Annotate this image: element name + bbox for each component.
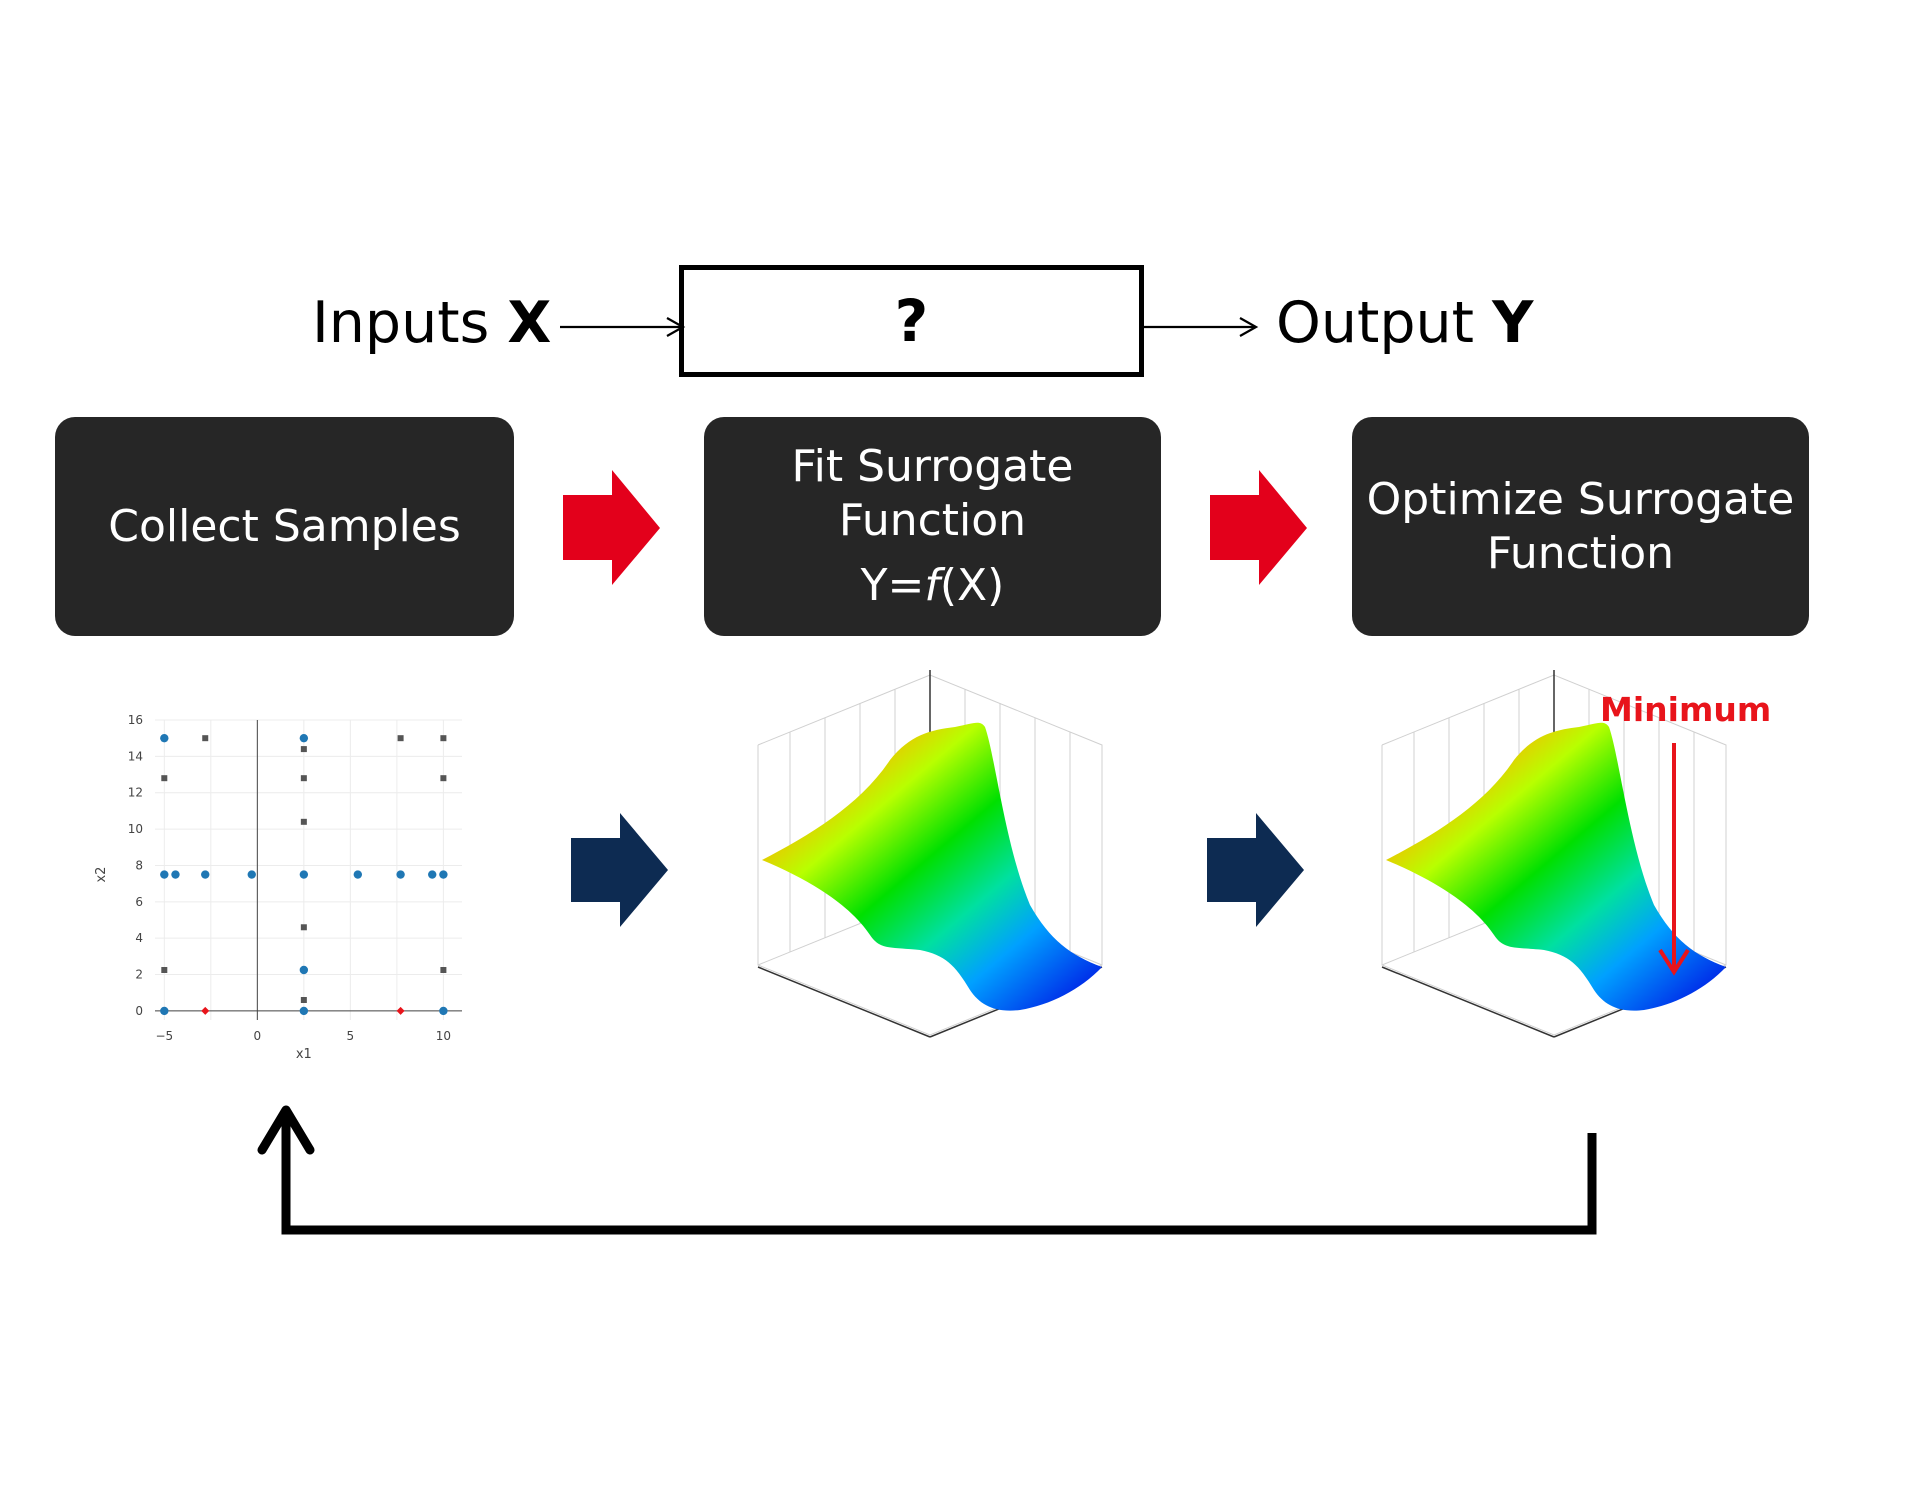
y-tick-label: 6: [135, 895, 143, 909]
minimum-arrow: [1658, 743, 1690, 976]
inputs-variable: X: [507, 290, 552, 356]
sample-point-diamond: [201, 1006, 210, 1015]
sample-point-square: [440, 735, 447, 742]
output-label: Output Y: [1276, 295, 1533, 352]
y-tick-label: 8: [135, 858, 143, 872]
step-fit-surrogate-label-line1: Fit Surrogate: [791, 440, 1074, 492]
sample-point-circle: [299, 733, 309, 743]
x-tick-label: −5: [155, 1029, 173, 1043]
sample-point-circle: [428, 870, 437, 879]
sample-point-circle: [353, 870, 363, 879]
inputs-text: Inputs: [312, 290, 490, 356]
x-tick-label: 5: [347, 1029, 355, 1043]
optimize-surface-plot: [1381, 670, 1727, 1038]
sample-point-diamond: [396, 1006, 405, 1015]
sample-point-circle: [299, 965, 309, 975]
sample-point-square: [440, 967, 447, 973]
sample-point-circle: [396, 870, 405, 879]
red-block-arrows: [563, 470, 1307, 585]
sample-point-square: [300, 818, 307, 825]
optimize-surface: [1386, 722, 1726, 1011]
y-tick-label: 16: [128, 713, 143, 727]
surrogate-surface-plot: [757, 670, 1103, 1038]
step-optimize-surrogate-label-line2: Function: [1486, 527, 1675, 579]
y-tick-label: 0: [135, 1004, 143, 1018]
sample-point-circle: [439, 1006, 448, 1016]
sample-point-square: [300, 997, 307, 1003]
x-tick-label: 0: [254, 1029, 262, 1043]
y-tick-label: 14: [128, 749, 143, 763]
output-connector-arrow: [1144, 317, 1259, 337]
navy-arrow-2: [1207, 813, 1304, 927]
navy-block-arrows: [571, 813, 1304, 927]
y-tick-label: 4: [135, 931, 143, 945]
x-axis-label: x1: [296, 1047, 312, 1062]
navy-arrow-1: [571, 813, 668, 927]
sample-point-circle: [160, 733, 169, 743]
sample-point-square: [300, 775, 307, 782]
inputs-label: Inputs X: [312, 295, 551, 352]
y-tick-label: 2: [135, 968, 143, 982]
surrogate-surface: [762, 722, 1102, 1011]
step-fit-surrogate: Fit Surrogate Function Y=f(X): [704, 417, 1161, 636]
black-box: ?: [679, 265, 1144, 377]
step-optimize-surrogate-label-line1: Optimize Surrogate: [1366, 473, 1795, 525]
sample-point-circle: [160, 870, 169, 879]
step-collect-samples-label: Collect Samples: [108, 500, 461, 552]
output-variable: Y: [1492, 290, 1534, 356]
step-optimize-surrogate: Optimize Surrogate Function: [1352, 417, 1809, 636]
formula-function: f: [924, 560, 940, 612]
sample-point-circle: [160, 1006, 169, 1016]
sample-point-circle: [247, 870, 256, 879]
y-tick-label: 12: [128, 786, 143, 800]
sample-point-circle: [171, 870, 180, 879]
sample-point-square: [397, 735, 404, 742]
red-arrow-1: [563, 470, 660, 585]
y-tick-label: 10: [128, 822, 143, 836]
sample-point-square: [161, 967, 168, 973]
black-box-question-mark: ?: [894, 287, 929, 355]
formula-prefix: Y=: [860, 560, 925, 612]
y-axis-label: x2: [94, 867, 109, 883]
step-collect-samples: Collect Samples: [55, 417, 514, 636]
sample-point-circle: [299, 1006, 309, 1016]
sample-point-square: [161, 775, 168, 782]
sample-point-square: [440, 775, 447, 782]
sample-point-square: [300, 746, 307, 753]
sample-point-square: [202, 735, 209, 742]
samples-scatter-plot: −5 0 5 10 0 2 4 6 8 10 12 14 16 x1 x2: [94, 713, 462, 1062]
red-arrow-2: [1210, 470, 1307, 585]
step-fit-surrogate-label-line2: Function: [838, 494, 1027, 546]
surrogate-formula: Y=f(X): [861, 559, 1005, 613]
output-text: Output: [1276, 290, 1474, 356]
sample-point-circle: [299, 870, 309, 879]
minimum-label: Minimum: [1600, 690, 1772, 729]
x-tick-label: 10: [436, 1029, 451, 1043]
sample-point-circle: [439, 870, 448, 879]
sample-point-square: [300, 924, 307, 931]
connector-arrows: [560, 317, 1259, 337]
formula-suffix: (X): [939, 560, 1005, 612]
sample-point-circle: [201, 870, 210, 879]
